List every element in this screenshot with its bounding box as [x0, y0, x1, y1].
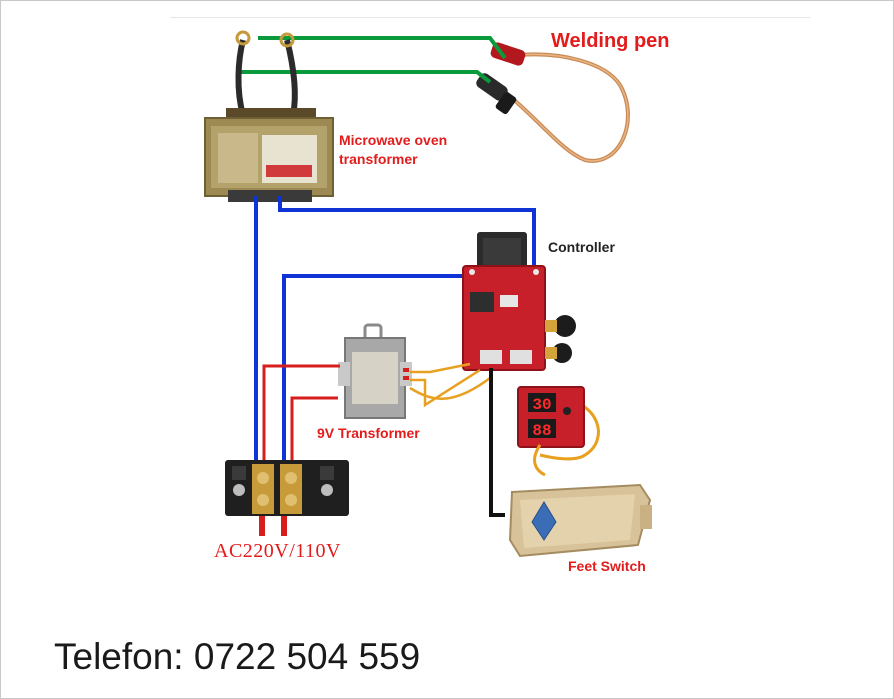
red-wires [259, 364, 340, 536]
nine-volt-transformer-label: 9V Transformer [317, 425, 420, 441]
microwave-label-line2: transformer [339, 151, 418, 167]
blue-wires [254, 196, 536, 462]
display-module: 30 88 [517, 386, 600, 477]
orange-wires [409, 362, 491, 408]
feet-switch-label: Feet Switch [568, 558, 646, 574]
terminal-block [225, 460, 349, 516]
display-top-digits: 30 [532, 396, 551, 414]
mot-secondary-leads [235, 30, 298, 116]
phone-number: Telefon: 0722 504 559 [54, 636, 421, 677]
green-wires [240, 36, 507, 84]
ac-input-label: AC220V/110V [214, 540, 341, 562]
foot-pedal [508, 483, 652, 558]
microwave-label-line1: Microwave oven [339, 132, 448, 148]
welding-pen-label: Welding pen [551, 30, 670, 52]
black-wire [489, 368, 505, 517]
microwave-transformer [204, 108, 334, 202]
welding-pen [476, 42, 630, 163]
top-divider [170, 17, 810, 18]
display-bottom-digits: 88 [532, 422, 551, 440]
nine-volt-transformer [338, 323, 412, 419]
controller-label: Controller [548, 239, 615, 255]
microwave-transformer-label: Microwave oven transformer [339, 131, 447, 169]
controller-board [462, 232, 576, 371]
